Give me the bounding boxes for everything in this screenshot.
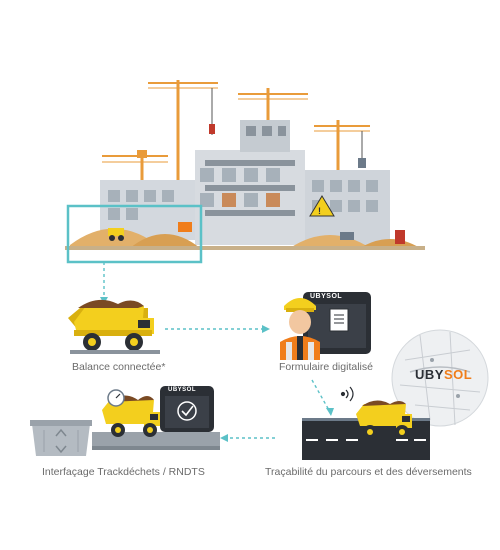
construction-site: !	[65, 80, 425, 250]
dumpster-icon	[30, 420, 92, 456]
tablet-form-illustration	[280, 292, 371, 360]
connectors	[103, 262, 331, 439]
brand-logo-interface: UBYSOL	[168, 387, 197, 393]
road-illustration	[302, 386, 430, 460]
scale-truck-illustration	[68, 299, 160, 354]
brand-logo-map-right: SOL	[443, 367, 473, 382]
signal-icon	[340, 386, 354, 402]
step-label-interface: Interfaçage Trackdéchets / RNDTS	[42, 466, 205, 478]
document-icon	[329, 308, 349, 332]
svg-text:!: !	[318, 206, 321, 216]
check-icon	[177, 401, 197, 421]
building: !	[100, 120, 390, 245]
step-label-scale: Balance connectée*	[72, 361, 166, 373]
sand-piles	[65, 222, 425, 250]
brand-logo-map-left: UBY	[415, 367, 444, 382]
brand-logo-form: UBYSOL	[310, 293, 343, 300]
interface-illustration	[30, 386, 220, 456]
step-label-tracking: Traçabilité du parcours et des déverseme…	[265, 466, 472, 478]
gauge-icon	[107, 389, 125, 407]
connector-form-to-tracking	[311, 379, 331, 413]
step-label-form: Formulaire digitalisé	[279, 361, 373, 373]
highlight-frame	[66, 204, 203, 264]
worker-icon	[280, 298, 320, 360]
recycle-icon	[55, 428, 67, 454]
brand-logo-map: UBYSOL	[415, 367, 472, 382]
map-globe	[391, 329, 489, 427]
